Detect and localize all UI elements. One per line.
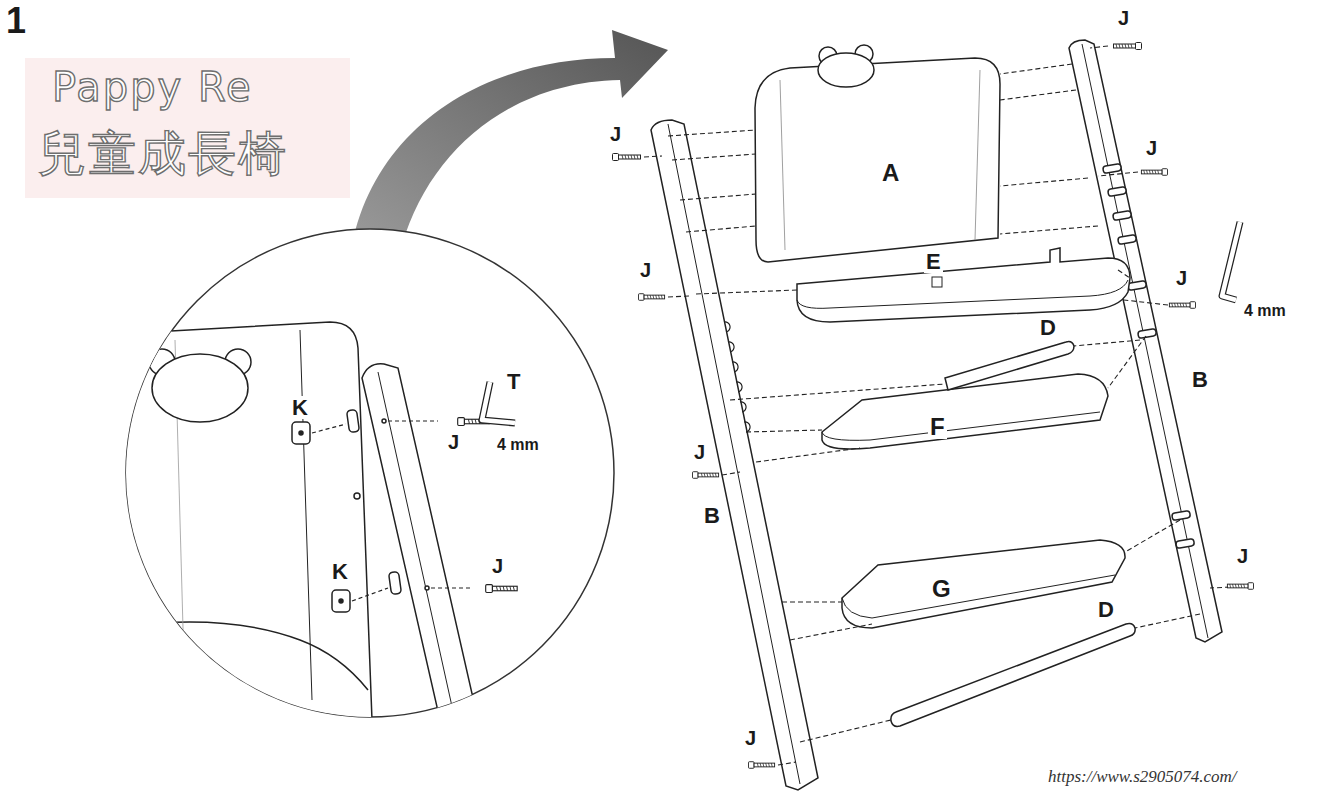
- part-callout: E: [924, 250, 943, 273]
- part-callout: F: [928, 414, 947, 439]
- part-callout: J: [446, 432, 461, 453]
- part-callout: K: [290, 396, 310, 419]
- part-callout: J: [490, 556, 505, 577]
- part-callout: K: [330, 560, 350, 583]
- watermark: Pappy Re: [50, 66, 255, 108]
- part-callout: A: [880, 160, 901, 185]
- part-callout: J: [743, 728, 758, 749]
- part-callout: J: [1116, 8, 1131, 29]
- part-callout: D: [1096, 598, 1116, 621]
- dimension: 4 mm: [495, 437, 541, 454]
- detail-inset: [100, 229, 614, 720]
- part-callout: T: [505, 370, 522, 393]
- part-callout: B: [702, 504, 722, 527]
- part-callout: D: [1038, 316, 1058, 339]
- part-callout: J: [1235, 546, 1250, 567]
- watermark: 兒童成長椅: [36, 128, 290, 178]
- step-number: 1: [4, 2, 28, 40]
- part-callout: J: [608, 124, 623, 145]
- pointer-arrow: [352, 30, 668, 245]
- part-callout: J: [692, 442, 707, 463]
- part-callout: J: [1174, 268, 1189, 289]
- alignment-lines: [644, 46, 1254, 765]
- part-callout: B: [1190, 368, 1210, 391]
- chair-parts: [651, 40, 1222, 790]
- part-callout: J: [638, 260, 653, 281]
- part-callout: J: [1144, 138, 1159, 159]
- watermark-url: https://www.s2905074.com/: [1046, 768, 1239, 786]
- watermark-band: [25, 58, 350, 198]
- screws: [613, 43, 1254, 769]
- dimension: 4 mm: [1242, 303, 1288, 320]
- part-callout: G: [930, 576, 953, 601]
